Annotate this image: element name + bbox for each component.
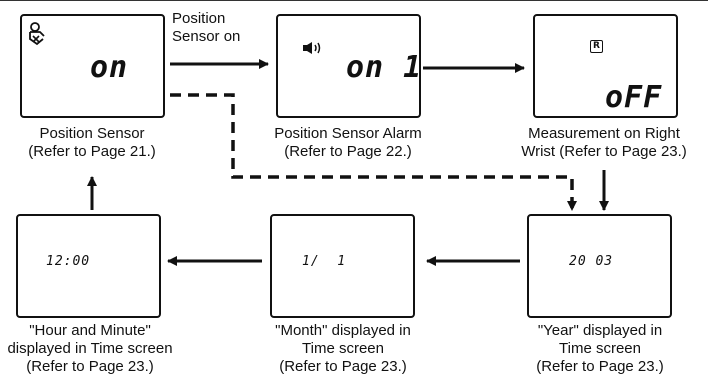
speaker-icon [303,42,321,54]
lcd-value: on [90,50,129,85]
screen-position-sensor: on [20,14,165,118]
screen-year: 20 03 [527,214,672,318]
caption-measurement-right-wrist: Measurement on Right Wrist (Refer to Pag… [521,125,687,160]
top-rule [0,0,708,1]
caption-year: "Year" displayed in Time screen (Refer t… [536,322,664,375]
caption-position-sensor-alarm: Position Sensor Alarm (Refer to Page 22.… [274,125,422,160]
position-sensor-icon [29,22,45,46]
caption-hour-minute: "Hour and Minute" displayed in Time scre… [7,322,173,375]
lcd-value: oFF [605,80,663,115]
caption-position-sensor: Position Sensor (Refer to Page 21.) [28,125,156,160]
screen-hour-minute: 12:00 [16,214,161,318]
screen-month: 1/ 1 [270,214,415,318]
screen-position-sensor-alarm: on 1 [276,14,421,118]
lcd-value: on 1 [346,50,423,85]
right-wrist-icon: R [590,40,603,53]
lcd-value: 1/ 1 [302,254,347,269]
screen-measurement-right-wrist: R oFF [533,14,678,118]
caption-month: "Month" displayed in Time screen (Refer … [275,322,411,375]
arrow-sensor-off-to-year [170,93,577,211]
arrow-label: Position Sensor on [172,10,241,45]
lcd-value: 12:00 [46,254,91,269]
lcd-value: 20 03 [569,254,614,269]
